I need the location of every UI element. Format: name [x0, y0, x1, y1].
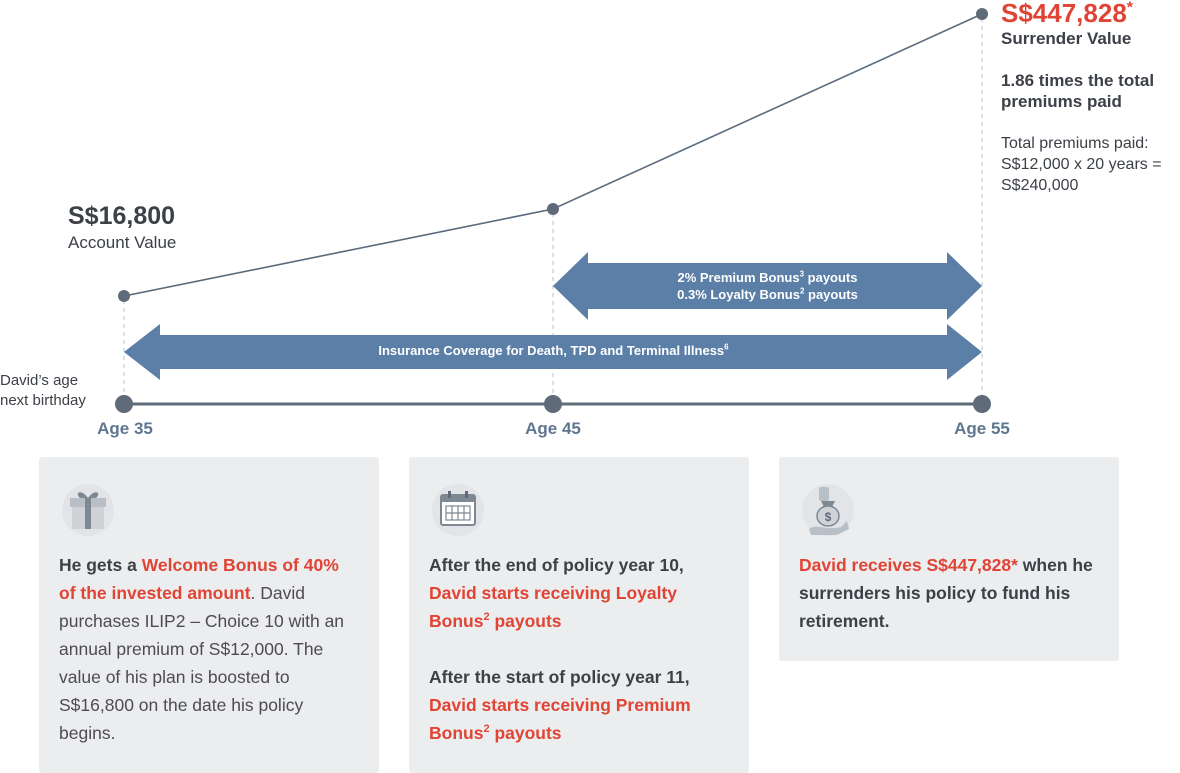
account-value-label: Account Value [68, 233, 177, 252]
age-dot-55 [973, 395, 991, 413]
surrender-rest: when he surrenders his policy to fund hi… [799, 555, 1093, 631]
age-label-45: Age 45 [525, 419, 581, 438]
coverage-sup: 6 [724, 342, 729, 352]
surrender-card: $ David receives S$447,828* when he surr… [779, 457, 1119, 661]
coverage-arrow-text: Insurance Coverage for Death, TPD and Te… [160, 343, 947, 358]
loyalty-tail: payouts [489, 611, 562, 631]
premium-sup: 2 [483, 723, 490, 736]
coverage-arrow [124, 324, 982, 380]
premium-paragraph: After the start of policy year 11, David… [429, 663, 729, 747]
total-premiums-note: Total premiums paid: S$12,000 x 20 years… [1001, 133, 1179, 196]
premiums-line-2: S$12,000 x 20 years = [1001, 156, 1162, 173]
age-dot-35 [115, 395, 133, 413]
premiums-line-1: Total premiums paid: [1001, 135, 1149, 152]
calendar-icon [431, 483, 485, 537]
premium-bonus-sup: 3 [799, 269, 805, 279]
bonus-arrow [553, 252, 982, 320]
value-point-age-45 [547, 203, 559, 215]
welcome-highlight: Welcome Bonus of 40% of the invested amo… [59, 555, 339, 603]
bonus-payouts-card: After the end of policy year 10, David s… [409, 457, 749, 773]
age-axis-title: David’s age next birthday [0, 371, 86, 411]
surrender-value-callout: S$447,828* Surrender Value 1.86 times th… [1001, 0, 1179, 196]
loyalty-bonus-text: 0.3% Loyalty Bonus [677, 287, 800, 302]
account-value-amount: S$16,800 [68, 202, 176, 230]
welcome-bonus-card: He gets a Welcome Bonus of 40% of the in… [39, 457, 379, 773]
loyalty-sup: 2 [483, 611, 490, 624]
age-dot-45 [544, 395, 562, 413]
loyalty-bonus-suffix: payouts [804, 287, 858, 302]
premium-tail: payouts [489, 723, 562, 743]
premiums-line-3: S$240,000 [1001, 177, 1079, 194]
surrender-value-amount: S$447,828 [1001, 0, 1127, 28]
surrender-highlight: David receives S$447,828* [799, 555, 1018, 575]
value-point-age-35 [118, 290, 130, 302]
premium-highlight: David starts receiving Premium Bonus [429, 695, 691, 743]
value-point-age-55 [976, 8, 988, 20]
age-axis-title-line-1: David’s age [0, 372, 79, 389]
premium-lead: After the start of policy year 11, [429, 667, 690, 687]
age-axis-title-line-2: next birthday [0, 392, 86, 409]
welcome-rest: . David purchases ILIP2 – Choice 10 with… [59, 583, 345, 743]
svg-text:$: $ [825, 510, 832, 524]
surrender-value-label: Surrender Value [1001, 29, 1132, 48]
loyalty-paragraph: After the end of policy year 10, David s… [429, 551, 729, 635]
premium-multiple: 1.86 times the total premiums paid [1001, 71, 1155, 111]
premium-bonus-suffix: payouts [804, 270, 858, 285]
bonus-arrow-text: 2% Premium Bonus3 payouts 0.3% Loyalty B… [588, 269, 947, 303]
surrender-value-asterisk: * [1126, 0, 1134, 17]
age-label-35: Age 35 [97, 419, 153, 438]
premium-bonus-text: 2% Premium Bonus [677, 270, 800, 285]
coverage-text: Insurance Coverage for Death, TPD and Te… [378, 343, 725, 358]
money-bag-hand-icon: $ [801, 483, 855, 537]
gift-icon [61, 483, 115, 537]
loyalty-bonus-sup: 2 [799, 286, 805, 296]
loyalty-lead: After the end of policy year 10, [429, 555, 684, 575]
account-value-callout: S$16,800 Account Value [68, 202, 176, 253]
age-label-55: Age 55 [954, 419, 1010, 438]
welcome-lead: He gets a [59, 555, 142, 575]
loyalty-highlight: David starts receiving Loyalty Bonus [429, 583, 678, 631]
